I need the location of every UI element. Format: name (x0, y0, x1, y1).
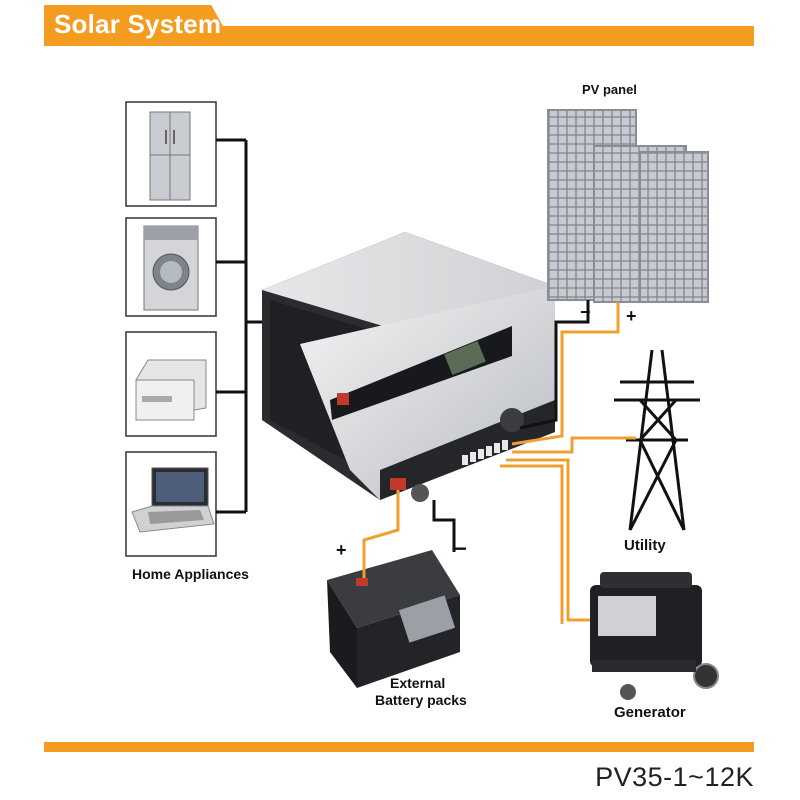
footer-bar (44, 742, 754, 752)
battery-label-line1: External (390, 675, 446, 691)
appliance-washing-machine (125, 217, 217, 317)
battery-label-line2: Battery packs (375, 692, 467, 708)
pv-minus-wire (519, 300, 590, 430)
battery-plus-sign: + (336, 540, 347, 560)
generator-wire (506, 458, 590, 622)
solar-panel-icon (547, 109, 709, 303)
battery-minus-sign: − (454, 536, 467, 561)
battery-plus-wire (362, 490, 400, 578)
generator-icon (590, 572, 719, 700)
pv-plus-wire (511, 302, 620, 446)
utility-label: Utility (624, 537, 666, 554)
refrigerator-icon (149, 111, 191, 201)
appliance-bus-wires (216, 138, 268, 514)
printer-icon (135, 359, 207, 421)
inverter-icon (262, 232, 555, 502)
pv-panel-label: PV panel (582, 82, 637, 97)
appliance-laptop (125, 451, 217, 557)
battery-minus-wire (432, 500, 456, 552)
transmission-tower-icon (614, 349, 700, 531)
appliance-printer (125, 331, 217, 437)
utility-wire (512, 436, 636, 454)
washing-machine-icon (143, 225, 199, 311)
generator-label: Generator (614, 704, 686, 721)
header-tab (44, 5, 234, 46)
home-appliances-label: Home Appliances (132, 566, 249, 582)
model-number: PV35-1~12K (595, 762, 754, 792)
laptop-icon (131, 467, 215, 533)
generator-wire-2 (500, 464, 564, 624)
page-title: Solar System (54, 9, 222, 39)
pv-plus-sign: + (626, 306, 637, 326)
battery-icon (327, 550, 460, 688)
appliance-refrigerator (125, 101, 217, 207)
pv-minus-sign: − (580, 302, 591, 322)
